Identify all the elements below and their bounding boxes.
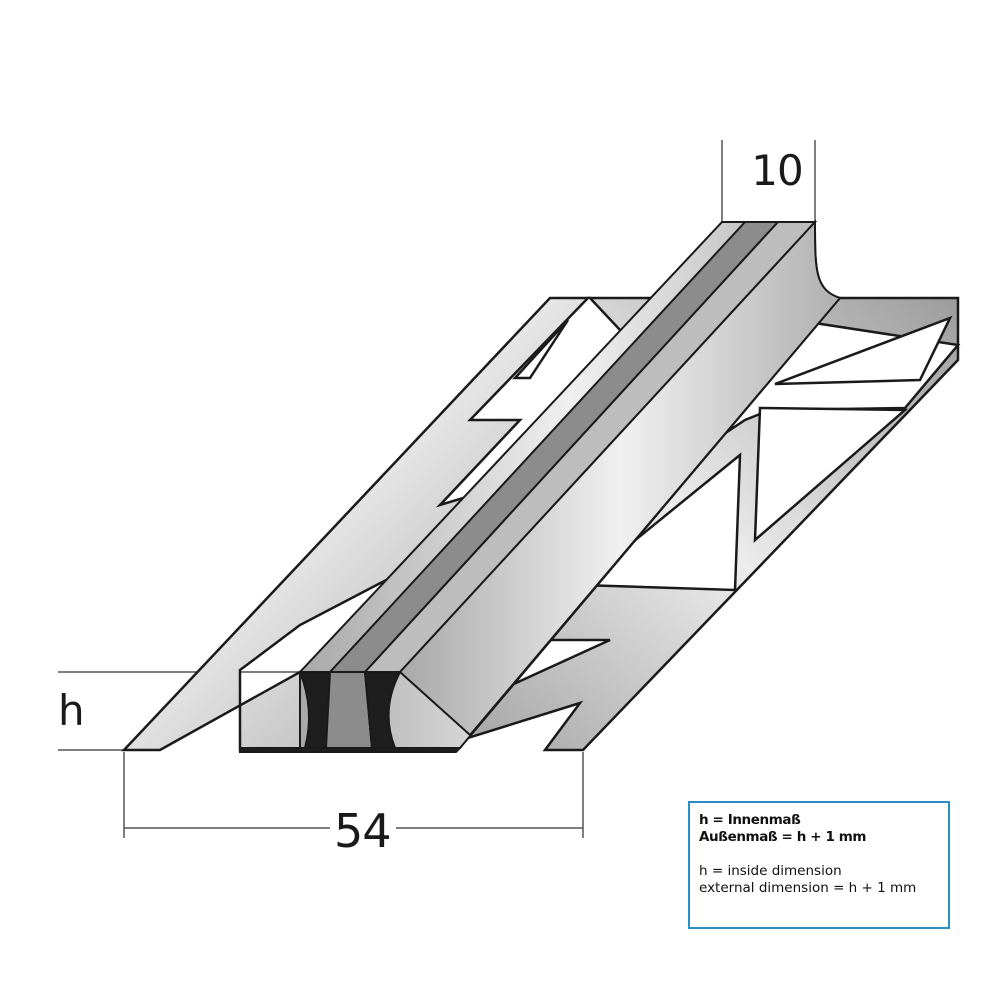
legend-english-line-2: external dimension = h + 1 mm: [699, 880, 917, 896]
legend-english-line-1: h = inside dimension: [699, 863, 842, 879]
dimension-label-overall-width: 54: [330, 808, 395, 854]
legend-spacer: [699, 846, 939, 863]
dim-10-background: [723, 140, 814, 220]
legend-german-line-2: Außenmaß = h + 1 mm: [699, 829, 867, 845]
dimension-label-height: h: [58, 686, 85, 735]
dimension-legend-box: h = Innenmaß Außenmaß = h + 1 mm h = ins…: [688, 801, 950, 929]
dimension-label-top-width: 10: [751, 146, 803, 195]
joint-body: [239, 219, 842, 753]
legend-german-line-1: h = Innenmaß: [699, 812, 801, 828]
dimension-lines: [58, 140, 816, 838]
